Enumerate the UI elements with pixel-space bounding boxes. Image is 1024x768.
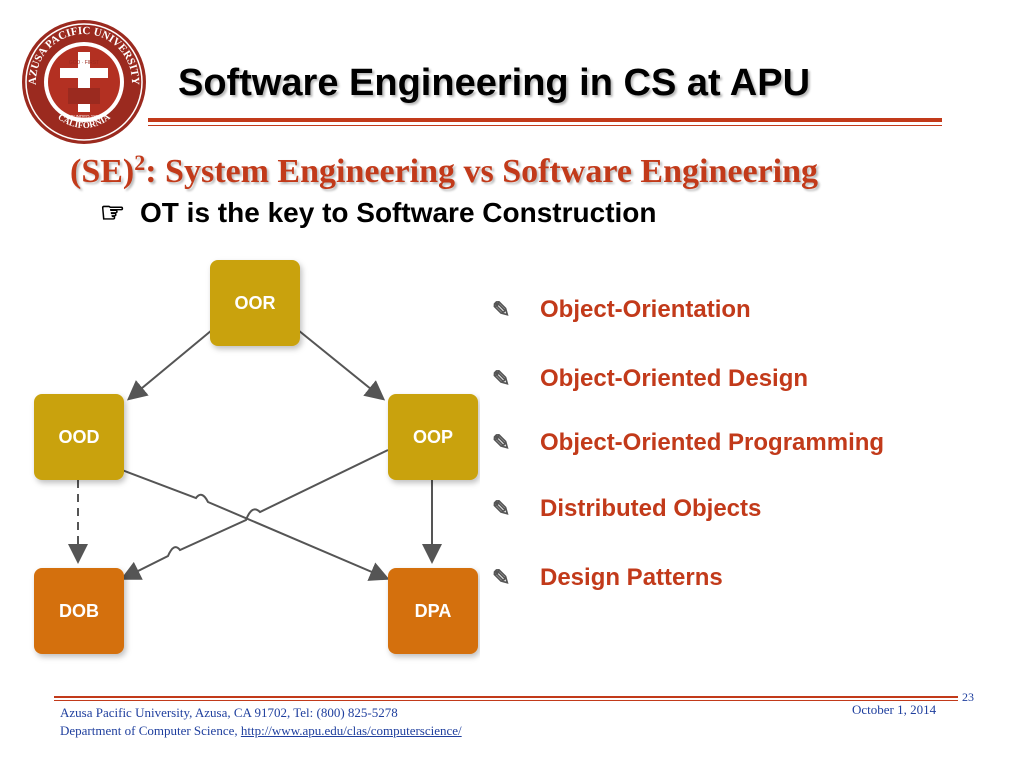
main-bullet-text: OT is the key to Software Construction <box>140 197 657 228</box>
footer-date: October 1, 2014 <box>852 702 937 717</box>
department-link[interactable]: http://www.apu.edu/clas/computerscience/ <box>240 723 462 738</box>
slide-subtitle: (SE)2: System Engineering vs Software En… <box>70 150 818 190</box>
svg-text:OOP: OOP <box>413 427 453 447</box>
footer-contact: Azusa Pacific University, Azusa, CA 9170… <box>60 704 462 740</box>
list-item: ✎Object-Oriented Programming <box>492 429 885 456</box>
university-seal-logo: AZUSA PACIFIC UNIVERSITY CALIFORNIA GOD … <box>22 20 146 144</box>
edge-oor-oop <box>297 329 386 401</box>
list-item: ✎Object-Oriented Design <box>492 365 809 392</box>
svg-text:DOB: DOB <box>59 601 99 621</box>
page-number: 23 <box>962 690 974 704</box>
node-oop: OOP <box>388 394 478 480</box>
pencil-icon: ✎ <box>492 430 511 455</box>
pencil-icon: ✎ <box>492 366 511 391</box>
list-item: ✎Object-Orientation <box>492 296 751 323</box>
svg-text:OOR: OOR <box>234 293 275 313</box>
pencil-icon: ✎ <box>492 297 511 322</box>
pencil-icon: ✎ <box>492 565 511 590</box>
edge-ood-dpa <box>121 469 390 581</box>
svg-text:GOD · FIRST: GOD · FIRST <box>69 60 99 66</box>
ot-relationship-diagram: OOR OOD OOP DOB DPA <box>34 260 478 654</box>
pointing-hand-icon: ☞ <box>100 197 126 228</box>
svg-text:OOD: OOD <box>58 427 99 447</box>
footer-department: Department of Computer Science, http://w… <box>60 723 462 738</box>
node-oor: OOR <box>210 260 300 346</box>
pencil-icon: ✎ <box>492 496 511 521</box>
edge-oop-dob <box>120 449 389 580</box>
slide-title: Software Engineering in CS at APU <box>178 62 811 104</box>
list-item: ✎Distributed Objects <box>492 495 762 522</box>
node-dob: DOB <box>34 568 124 654</box>
main-bullet: ☞ OT is the key to Software Construction <box>100 196 657 229</box>
node-dpa: DPA <box>388 568 478 654</box>
title-divider-thin <box>148 125 942 126</box>
title-divider <box>148 118 942 122</box>
svg-text:FOUNDED 1899: FOUNDED 1899 <box>67 114 101 119</box>
svg-text:DPA: DPA <box>415 601 452 621</box>
footer-divider <box>54 696 958 698</box>
edge-oor-ood <box>126 329 213 401</box>
node-ood: OOD <box>34 394 124 480</box>
footer-divider-thin <box>54 700 958 701</box>
list-item: ✎Design Patterns <box>492 564 723 591</box>
footer-address: Azusa Pacific University, Azusa, CA 9170… <box>60 705 398 720</box>
